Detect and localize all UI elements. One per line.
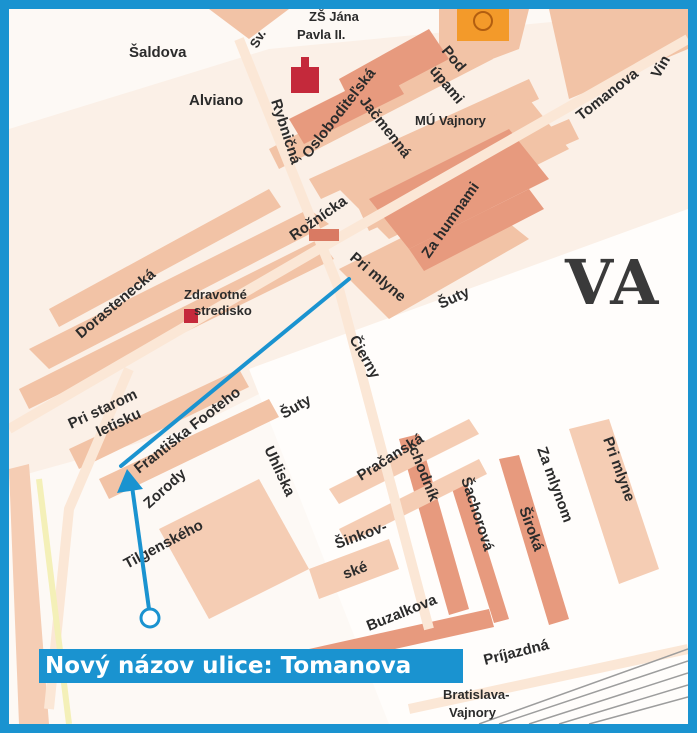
label-zdravotne: Zdravotné: [184, 287, 247, 302]
roads: [9, 34, 688, 714]
label-alviano: Alviano: [189, 92, 243, 109]
label-saldova: Šaldova: [129, 43, 187, 61]
label-station-1: Bratislava-: [443, 687, 509, 702]
school-icon: [457, 9, 509, 41]
building-marker: [309, 229, 339, 241]
street-map[interactable]: Šaldova Alviano Sv. ZŠ Jána Pavla II. Os…: [9, 9, 688, 724]
label-mu-vajnory: MÚ Vajnory: [415, 113, 487, 128]
district-label: VA: [564, 246, 660, 319]
label-pavla: Pavla II.: [297, 27, 345, 42]
label-stredisko: stredisko: [194, 303, 252, 318]
church-icon: [291, 57, 319, 93]
new-street-caption: Nový názov ulice: Tomanova: [39, 649, 463, 683]
health-center-marker: [184, 309, 198, 323]
railway: [478, 648, 688, 724]
pointer-arrow-icon: [117, 469, 161, 629]
label-station-2: Vajnory: [449, 705, 497, 720]
lower-blocks: [9, 419, 659, 724]
highlighted-street[interactable]: [119, 277, 351, 468]
label-zs: ZŠ Jána: [309, 9, 360, 24]
